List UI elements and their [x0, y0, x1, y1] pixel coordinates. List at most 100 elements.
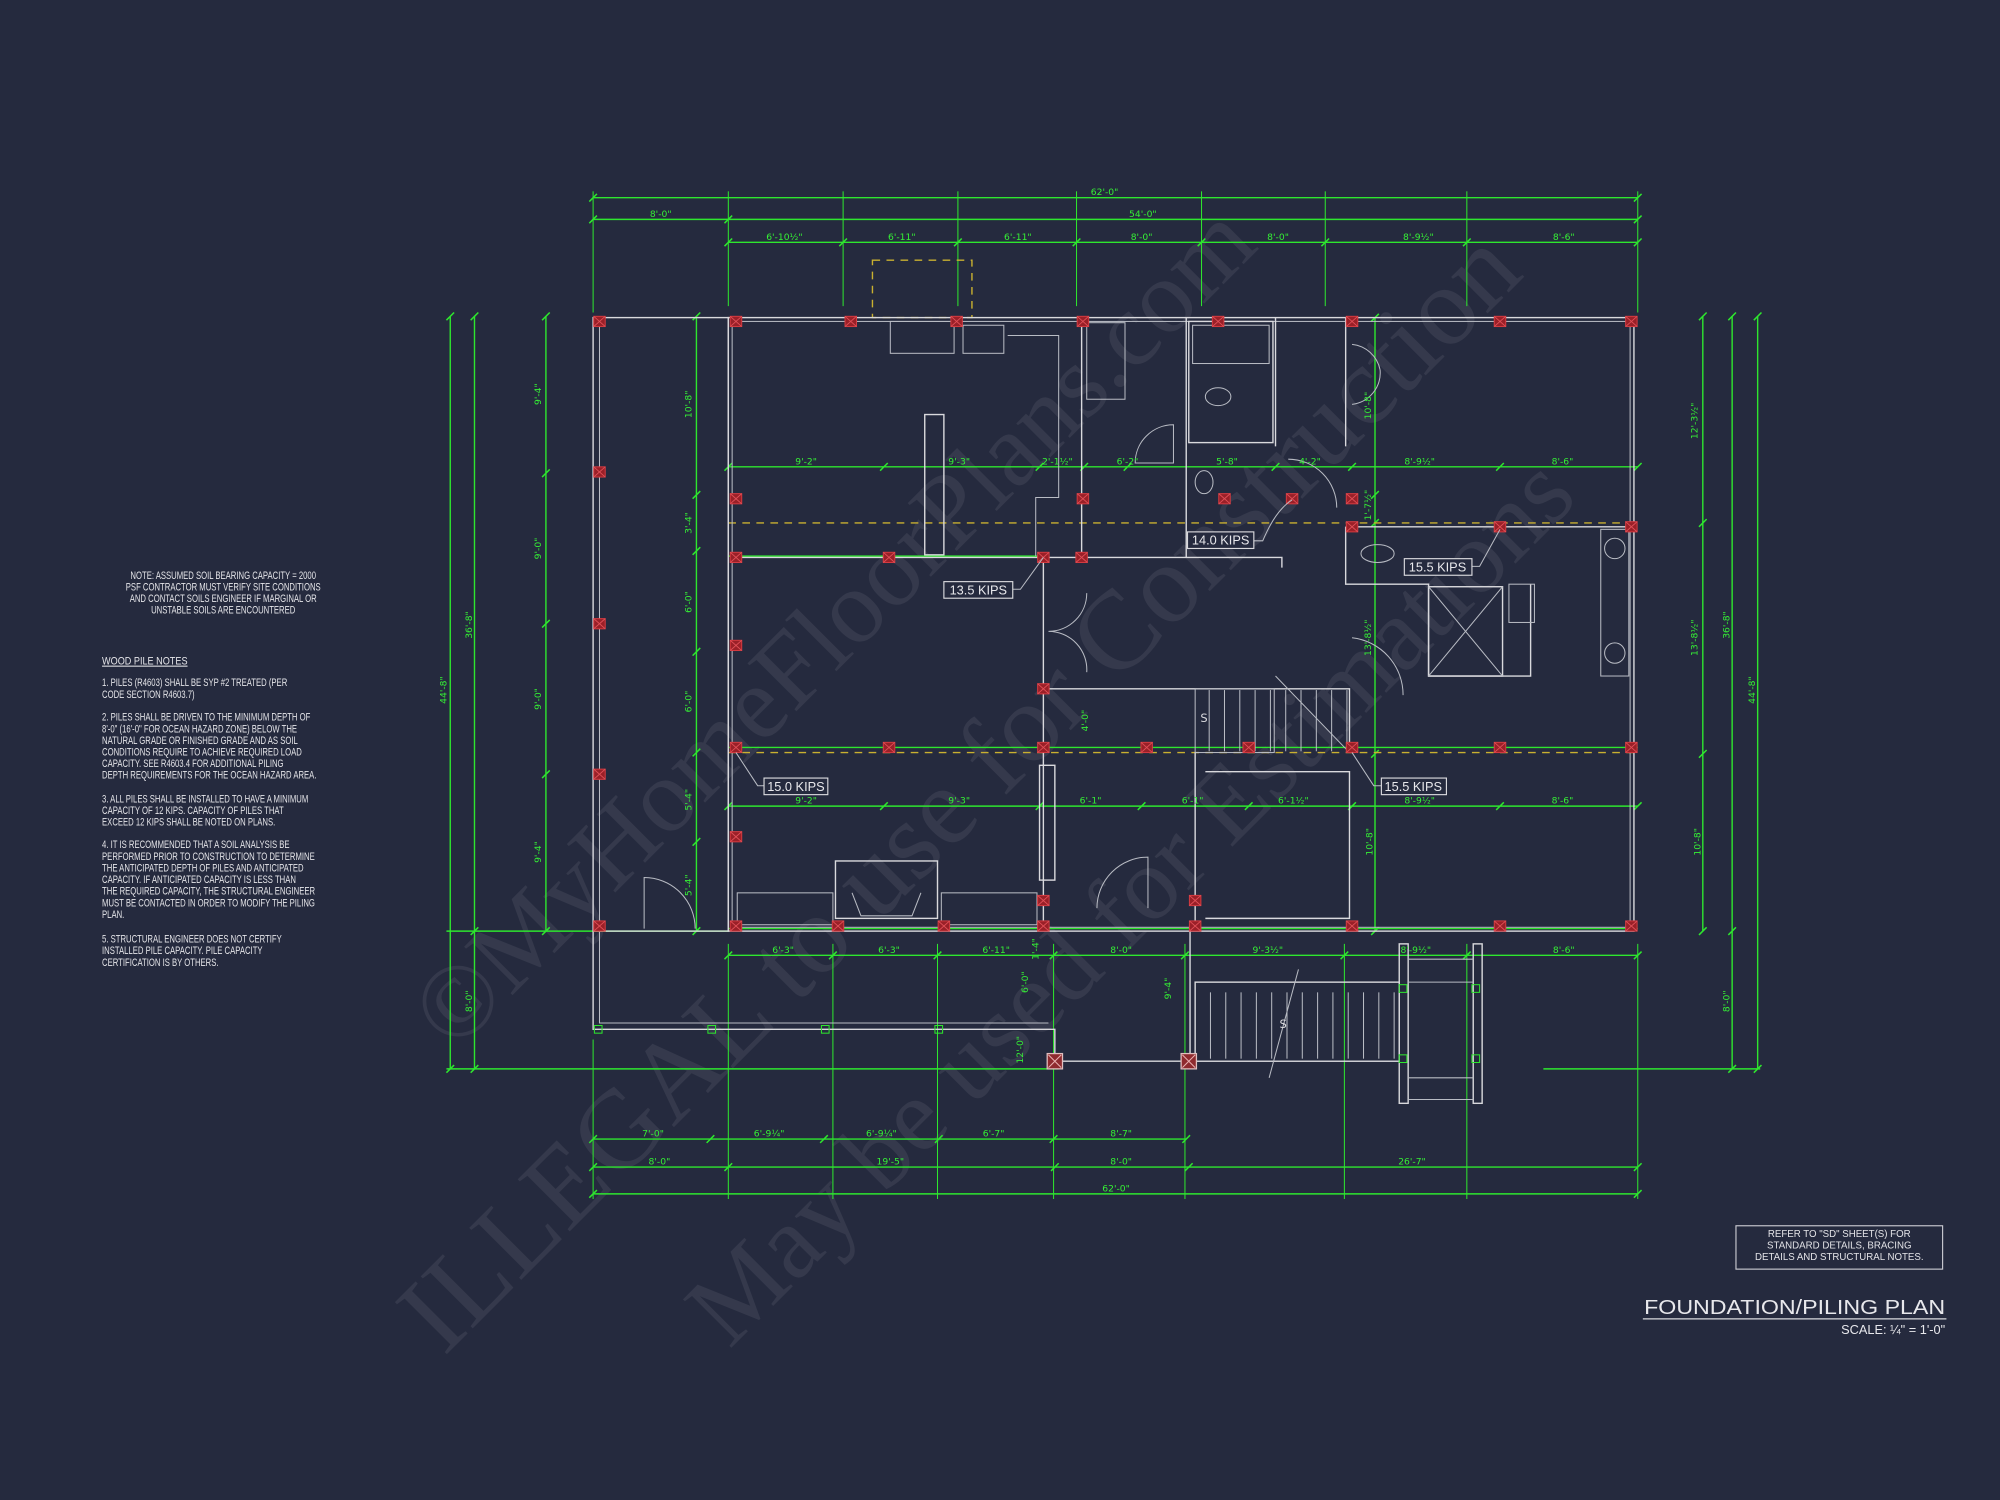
dimension-label: 9'-3"	[948, 456, 970, 467]
dimension-tick	[1271, 462, 1280, 472]
dimension-label: 62'-0"	[1091, 187, 1119, 198]
dimension-tick	[692, 490, 701, 500]
dimension-tick	[934, 1134, 944, 1144]
pile-marker	[593, 315, 606, 328]
kips-callouts: 13.5 KIPS 14.0 KIPS 15.5 KIPS 15.0 KIPS …	[735, 499, 1501, 796]
dimension-label: 44'-8"	[1747, 676, 1758, 704]
dimension-label: 4'-2"	[1299, 456, 1321, 467]
pile-marker	[593, 920, 606, 932]
dimension-label: 8'-0"	[649, 1157, 671, 1168]
dimension-label: 36'-8"	[1722, 611, 1733, 639]
dimension-label: 8'-6"	[1553, 232, 1575, 243]
dimension-label: 10'-8"	[1363, 392, 1374, 420]
dimension-tick	[470, 926, 479, 936]
pile-marker	[882, 741, 896, 754]
pile-marker	[729, 493, 743, 505]
dimension-label: 9'-4"	[533, 841, 544, 863]
note-line: INSTALLED PILE CAPACITY. PILE CAPACITY	[102, 945, 263, 956]
deck-post-marker	[1398, 984, 1408, 993]
dimension-label: 6'-11"	[888, 232, 916, 243]
pile-marker	[1218, 493, 1231, 505]
dimension-label: 6'-3"	[772, 945, 794, 956]
dimension-label: 6'-0"	[683, 591, 694, 613]
wood-pile-note-3: 3. ALL PILES SHALL BE INSTALLED TO HAVE …	[102, 793, 308, 828]
note-line: 5. STRUCTURAL ENGINEER DOES NOT CERTIFY	[102, 933, 282, 944]
dimension-tick	[1633, 801, 1643, 811]
pile-marker	[831, 920, 845, 932]
pile-marker	[729, 551, 743, 564]
dimension-label: 8'-6"	[1552, 796, 1574, 807]
dimension-label: 6'-3"	[878, 945, 900, 956]
dimension-tick	[1698, 311, 1708, 321]
reference-note-line: STANDARD DETAILS, BRACING	[1767, 1241, 1911, 1252]
pile-marker	[1345, 493, 1359, 505]
dimension-tick	[1753, 1064, 1763, 1074]
dimension-tick	[1184, 1162, 1194, 1172]
dimension-label: 9'-0"	[533, 538, 544, 560]
dimension-tick	[1244, 801, 1254, 811]
dimension-label: 9'-3"	[948, 796, 970, 807]
dimension-tick	[1123, 462, 1132, 472]
wood-pile-note-5: 5. STRUCTURAL ENGINEER DOES NOT CERTIFYI…	[102, 933, 282, 968]
dimension-tick	[692, 546, 701, 556]
dimension-tick	[1633, 462, 1643, 472]
pile-marker	[1625, 741, 1638, 754]
kips-callout-4: 15.0 KIPS	[735, 752, 829, 796]
pile-marker	[1493, 741, 1507, 754]
note-line: MUST BE CONTACTED IN ORDER TO MODIFY THE…	[102, 897, 315, 908]
dimension-tick	[692, 647, 701, 657]
dimension-label: 7'-0"	[642, 1128, 664, 1139]
note-line: CAPACITY OF 12 KIPS. CAPACITY OF PILES T…	[102, 805, 284, 816]
dimension-tick	[1698, 518, 1708, 528]
pile-marker	[1625, 920, 1638, 932]
pile-marker	[593, 618, 606, 630]
piles	[593, 315, 1638, 1070]
dimension-label: 5'-4"	[683, 874, 694, 896]
pile-marker	[1075, 551, 1088, 564]
deck-post-marker	[1471, 984, 1481, 993]
pile-marker	[1037, 551, 1050, 564]
dimension-tick	[1495, 462, 1505, 472]
deck-post-marker	[1471, 1054, 1481, 1064]
floor-plan-walls	[592, 316, 1635, 1105]
dimension-label: 6'-9¼"	[754, 1128, 785, 1139]
dimension-label: 9'-3½"	[1253, 945, 1284, 956]
pile-marker	[1180, 1052, 1198, 1070]
kips-label: 14.0 KIPS	[1192, 533, 1249, 548]
dimension-labels: 62'-0"8'-0"54'-0"6'-10½"6'-11"6'-11"8'-0…	[438, 187, 1758, 1194]
kips-label: 13.5 KIPS	[950, 582, 1007, 597]
deck-post-marker	[934, 1025, 944, 1034]
dimension-label: 6'-1½"	[1278, 796, 1309, 807]
dimension-label: 6'-9¼"	[866, 1128, 897, 1139]
pile-marker	[1345, 741, 1359, 754]
dimension-tick	[879, 462, 889, 472]
note-line: 4. IT IS RECOMMENDED THAT A SOIL ANALYSI…	[102, 839, 289, 850]
pile-marker	[937, 920, 951, 932]
note-line: 1. PILES (R4603) SHALL BE SYP #2 TREATED…	[102, 677, 287, 688]
dimension-tick	[1035, 462, 1044, 472]
dimension-label: 8'-0"	[1722, 990, 1733, 1012]
pile-marker	[882, 551, 896, 564]
dimension-label: 8'-7"	[1110, 1128, 1132, 1139]
dimension-label: 5'-4"	[683, 789, 694, 811]
deck-post-marker	[707, 1025, 717, 1034]
kips-callout-3: 15.5 KIPS	[1403, 529, 1501, 576]
dimension-label: 6'-1"	[1182, 796, 1204, 807]
kips-label: 15.5 KIPS	[1385, 779, 1442, 794]
dimension-label: 8'-0"	[1110, 945, 1132, 956]
dimension-label: 12'-3½"	[1690, 403, 1701, 439]
dimension-label: 1'-7½"	[1363, 490, 1374, 521]
kips-callout-5: 15.5 KIPS	[1351, 752, 1448, 796]
note-line: CONDITIONS REQUIRE TO ACHIEVE REQUIRED L…	[102, 746, 302, 757]
dimension-tick	[1495, 801, 1505, 811]
kips-callout-2: 14.0 KIPS	[1186, 499, 1293, 550]
pile-marker	[1046, 1052, 1064, 1070]
dimension-label: 6'-7"	[983, 1128, 1005, 1139]
wood-pile-note-4: 4. IT IS RECOMMENDED THAT A SOIL ANALYSI…	[102, 839, 315, 920]
reference-note-box: REFER TO "SD" SHEET(S) FOR STANDARD DETA…	[1735, 1225, 1944, 1270]
note-line: DEPTH REQUIREMENTS FOR THE OCEAN HAZARD …	[102, 770, 316, 781]
dimension-tick	[1753, 311, 1763, 321]
note-line: NATURAL GRADE OR FINISHED GRADE AND AS S…	[102, 735, 298, 746]
pile-marker	[1285, 493, 1299, 505]
note-line: 2. PILES SHALL BE DRIVEN TO THE MINIMUM …	[102, 711, 311, 722]
